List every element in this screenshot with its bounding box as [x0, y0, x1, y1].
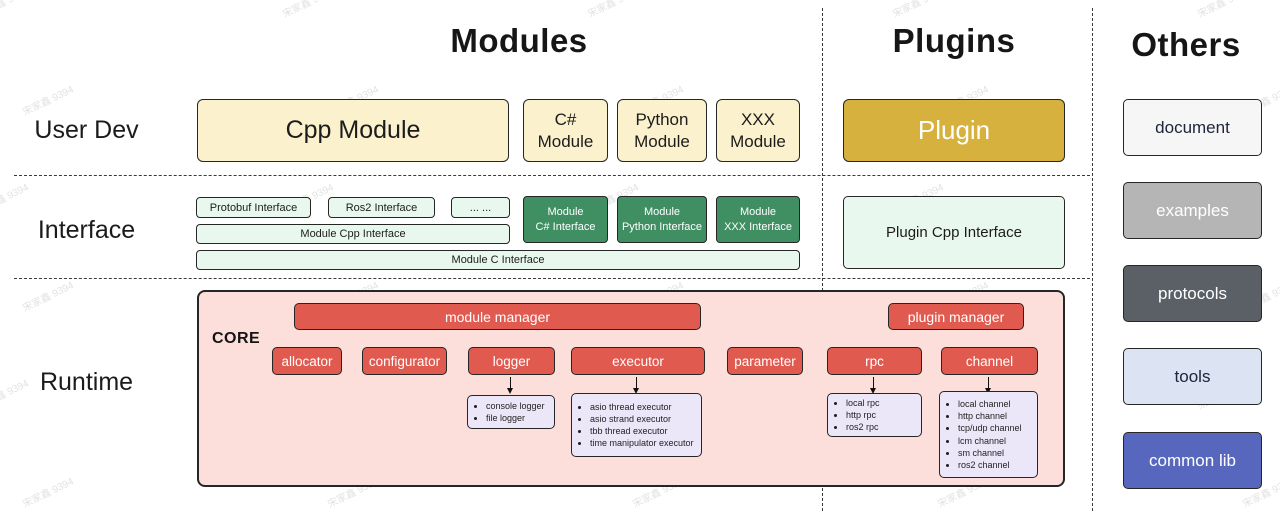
- watermark-text: 宋家鑫 9394: [0, 0, 31, 21]
- parameter-box: parameter: [727, 347, 803, 375]
- channel-box: channel: [941, 347, 1038, 375]
- list-item: ros2 rpc: [846, 421, 880, 433]
- module-manager-box: module manager: [294, 303, 701, 330]
- module-xxx-interface-box: Module XXX Interface: [716, 196, 800, 243]
- channel-impls-list: local channelhttp channeltcp/udp channel…: [945, 398, 1022, 470]
- configurator-box: configurator: [362, 347, 447, 375]
- list-item: lcm channel: [958, 435, 1022, 447]
- watermark-text: 宋家鑫 9394: [21, 84, 76, 119]
- plugins-header: Plugins: [892, 22, 1016, 59]
- arrow-channel-impls: [984, 377, 991, 394]
- module-c-interface-box: Module C Interface: [196, 250, 800, 270]
- list-item: local channel: [958, 398, 1022, 410]
- others-item-common-lib: common lib: [1123, 432, 1262, 489]
- watermark-text: 宋家鑫 9394: [0, 182, 31, 217]
- others-item-protocols: protocols: [1123, 265, 1262, 322]
- plugin-box: Plugin: [843, 99, 1065, 162]
- others-item-tools: tools: [1123, 348, 1262, 405]
- others-item-document: document: [1123, 99, 1262, 156]
- list-item: ros2 channel: [958, 459, 1022, 471]
- divider-userdev-interface: [14, 175, 1090, 176]
- module-cpp-interface-box: Module Cpp Interface: [196, 224, 510, 244]
- list-item: asio thread executor: [590, 401, 694, 413]
- xxx-module-box: XXX Module: [716, 99, 800, 162]
- row-label-user-dev: User Dev: [34, 116, 139, 144]
- list-item: local rpc: [846, 397, 880, 409]
- logger-impls-list: console loggerfile logger: [473, 400, 545, 424]
- module-python-interface-box: Module Python Interface: [617, 196, 707, 243]
- list-item: file logger: [486, 412, 545, 424]
- watermark-text: 宋家鑫 9394: [21, 476, 76, 511]
- watermark-text: 宋家鑫 9394: [891, 0, 946, 21]
- list-item: time manipulator executor: [590, 437, 694, 449]
- divider-plugins-others: [1092, 8, 1093, 511]
- list-item: console logger: [486, 400, 545, 412]
- arrow-logger-impls: [506, 377, 513, 394]
- list-item: http channel: [958, 410, 1022, 422]
- watermark-text: 宋家鑫 9394: [21, 280, 76, 315]
- channel-impls-box: local channelhttp channeltcp/udp channel…: [939, 391, 1038, 478]
- plugin-manager-box: plugin manager: [888, 303, 1024, 330]
- ros2-interface-box: Ros2 Interface: [328, 197, 435, 218]
- watermark-text: 宋家鑫 9394: [1196, 0, 1251, 21]
- rpc-box: rpc: [827, 347, 922, 375]
- row-label-interface: Interface: [37, 216, 136, 244]
- module-csharp-interface-box: Module C# Interface: [523, 196, 608, 243]
- watermark-text: 宋家鑫 9394: [586, 0, 641, 21]
- cpp-module-box: Cpp Module: [197, 99, 509, 162]
- core-label: CORE: [212, 330, 261, 347]
- list-item: sm channel: [958, 447, 1022, 459]
- csharp-module-box: C# Module: [523, 99, 608, 162]
- watermark-text: 宋家鑫 9394: [281, 0, 336, 21]
- executor-impls-list: asio thread executorasio strand executor…: [577, 401, 694, 449]
- row-label-runtime: Runtime: [39, 368, 134, 396]
- protobuf-interface-box: Protobuf Interface: [196, 197, 311, 218]
- python-module-box: Python Module: [617, 99, 707, 162]
- divider-modules-plugins: [822, 8, 823, 511]
- allocator-box: allocator: [272, 347, 342, 375]
- list-item: asio strand executor: [590, 413, 694, 425]
- logger-box: logger: [468, 347, 555, 375]
- more-interfaces-box: ... ...: [451, 197, 510, 218]
- others-item-examples: examples: [1123, 182, 1262, 239]
- list-item: http rpc: [846, 409, 880, 421]
- arrow-executor-impls: [632, 377, 639, 394]
- plugin-cpp-interface-box: Plugin Cpp Interface: [843, 196, 1065, 269]
- executor-box: executor: [571, 347, 705, 375]
- logger-impls-box: console loggerfile logger: [467, 395, 555, 429]
- rpc-impls-box: local rpchttp rpcros2 rpc: [827, 393, 922, 437]
- divider-interface-runtime: [14, 278, 1090, 279]
- list-item: tcp/udp channel: [958, 422, 1022, 434]
- arrow-rpc-impls: [869, 377, 876, 394]
- list-item: tbb thread executor: [590, 425, 694, 437]
- executor-impls-box: asio thread executorasio strand executor…: [571, 393, 702, 457]
- others-header: Others: [1131, 26, 1241, 63]
- modules-header: Modules: [450, 22, 588, 59]
- rpc-impls-list: local rpchttp rpcros2 rpc: [833, 397, 880, 433]
